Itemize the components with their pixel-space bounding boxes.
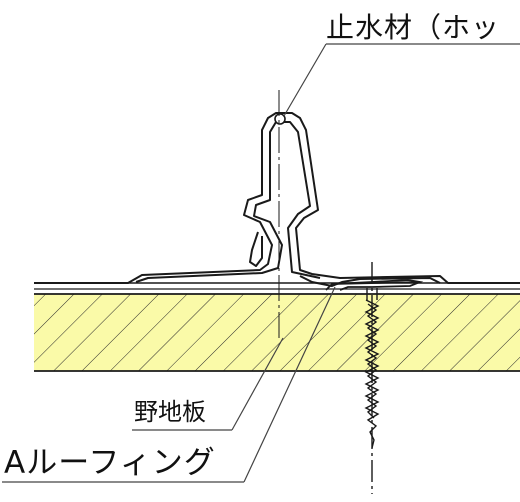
- sheathing-board-label: 野地板: [134, 398, 206, 426]
- a-roofing-label: Aルーフィング: [4, 445, 216, 481]
- sheathing-board: [34, 293, 520, 372]
- nail-fastener: [364, 262, 380, 494]
- leader-lines: [2, 43, 520, 483]
- sealing-material-label: 止水材（ホッ: [326, 11, 501, 44]
- fixing-clip: [325, 279, 424, 291]
- roof-panel-standing-seam: [34, 112, 520, 287]
- sealing-material: [274, 113, 286, 125]
